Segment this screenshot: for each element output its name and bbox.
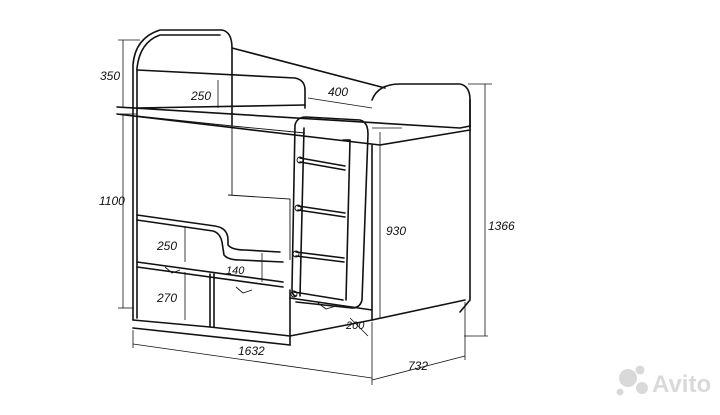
- dim-rail-gap: 140: [226, 265, 245, 277]
- dim-lower-rail: 250: [156, 239, 177, 253]
- ladder-rungs: [290, 156, 346, 301]
- avito-watermark: Avito: [616, 365, 711, 398]
- dim-step-depth: 200: [345, 320, 365, 332]
- dim-ladder-width: 400: [328, 85, 348, 99]
- dimension-labels: 350 1100 250 400 930 1366 250 140 270 20…: [99, 69, 515, 373]
- dim-top-height: 350: [100, 69, 120, 83]
- avito-wordmark: Avito: [652, 371, 711, 398]
- dim-lower-height: 1100: [99, 194, 125, 208]
- bed-frame: [116, 29, 471, 346]
- dim-depth: 732: [408, 359, 428, 373]
- dim-total-height: 1366: [488, 219, 515, 233]
- dim-drawer-height: 270: [156, 291, 177, 305]
- dimension-lines: [118, 39, 492, 385]
- avito-logo-icon: [616, 365, 648, 396]
- ladder: [290, 116, 369, 309]
- dim-length: 1632: [238, 344, 265, 358]
- dim-ladder-height: 930: [386, 224, 406, 238]
- dim-upper-rail: 250: [190, 89, 211, 103]
